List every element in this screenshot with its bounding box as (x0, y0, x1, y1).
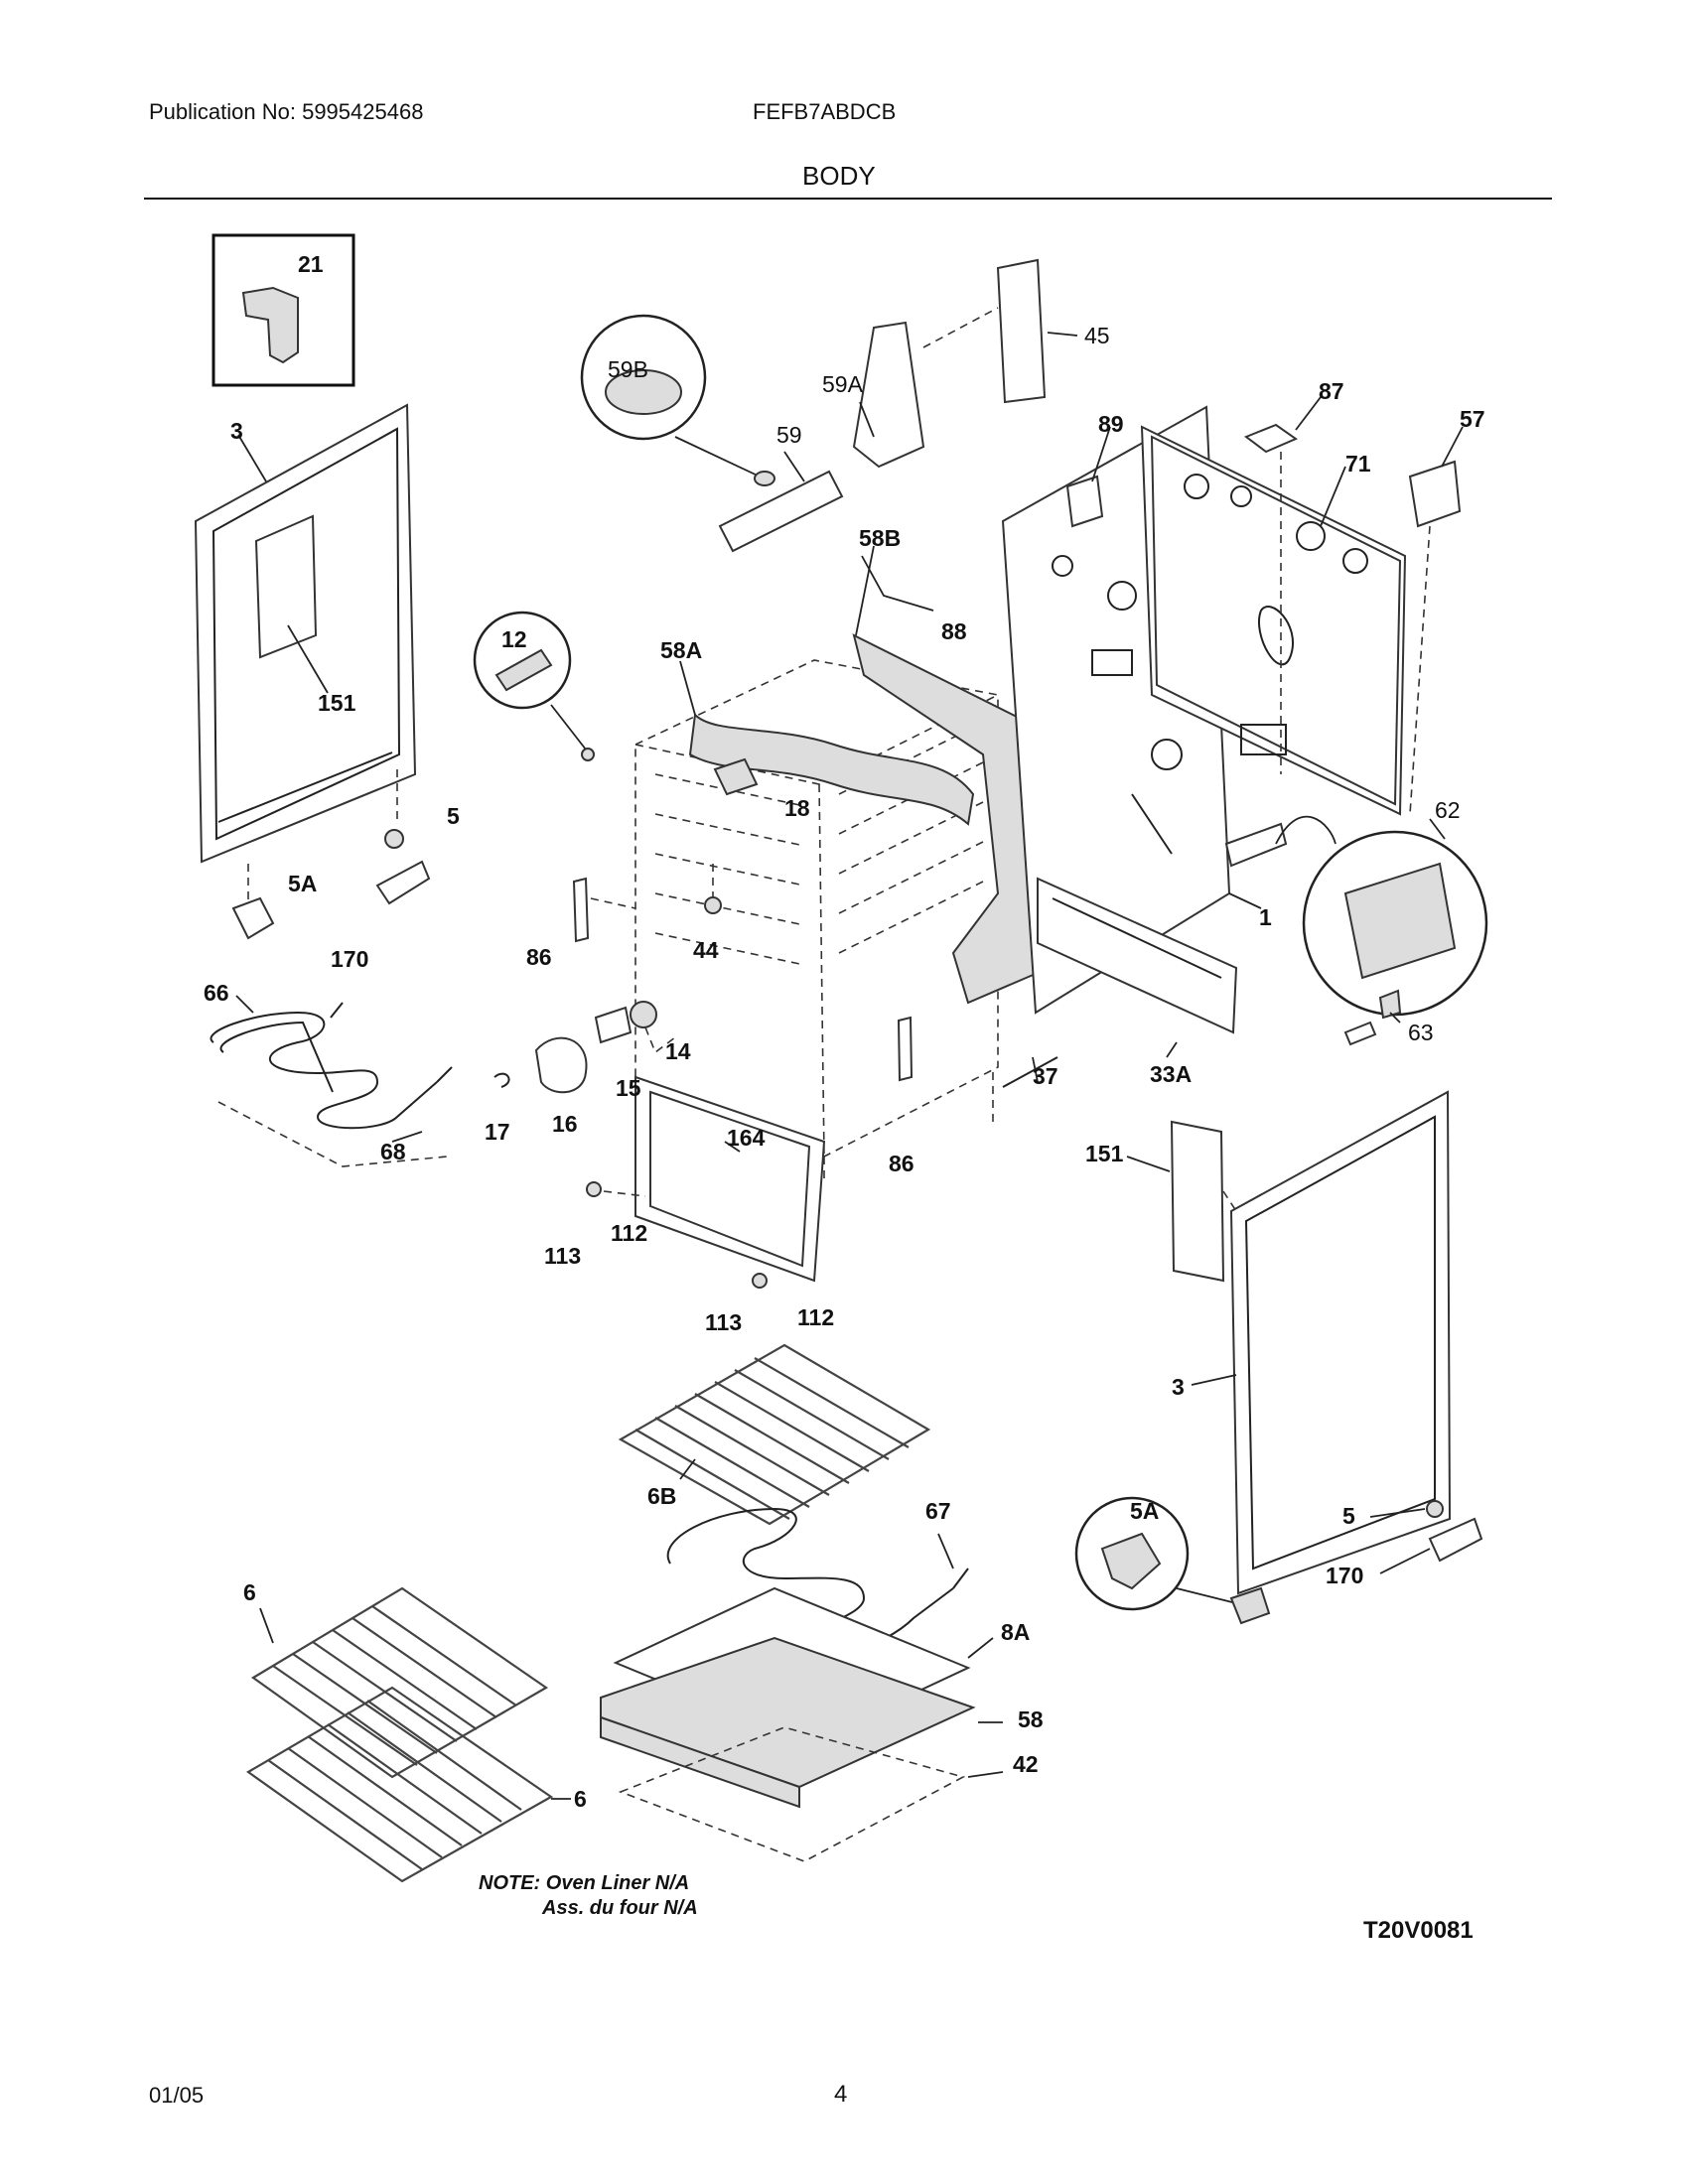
label-112-b: 112 (797, 1304, 834, 1330)
label-86-lower: 86 (889, 1151, 914, 1176)
part-113b (752, 1273, 768, 1289)
label-6B: 6B (647, 1483, 676, 1509)
label-58B: 58B (859, 525, 901, 551)
label-5-left: 5 (447, 803, 460, 829)
label-112-a: 112 (611, 1220, 647, 1246)
label-170-left: 170 (331, 946, 368, 972)
label-58: 58 (1018, 1706, 1044, 1732)
label-59A: 59A (822, 371, 864, 397)
label-6-lower: 6 (574, 1786, 587, 1812)
terminal-block-callout (1224, 815, 1488, 1046)
label-3-right: 3 (1172, 1374, 1185, 1400)
part-12-callout (473, 611, 595, 761)
label-89: 89 (1098, 411, 1124, 437)
label-59B: 59B (608, 356, 648, 382)
insulation-wrap (688, 633, 1040, 1005)
left-side-panel (194, 403, 417, 864)
oven-rack-6b (618, 1343, 931, 1526)
label-86-upper: 86 (526, 944, 552, 970)
label-66: 66 (204, 980, 229, 1006)
label-8A: 8A (1001, 1619, 1030, 1645)
drawing-code: T20V0081 (1363, 1917, 1474, 1944)
label-59: 59 (776, 422, 802, 448)
rear-cover (1140, 425, 1407, 816)
label-5A-left: 5A (288, 871, 317, 896)
label-14: 14 (665, 1038, 691, 1064)
label-5-right: 5 (1342, 1503, 1355, 1529)
publication-number: Publication No: 5995425468 (149, 99, 424, 124)
part-37 (1002, 1056, 1058, 1088)
part-18 (713, 757, 759, 796)
label-1: 1 (1259, 904, 1272, 930)
label-45: 45 (1084, 323, 1110, 348)
label-37: 37 (1033, 1063, 1058, 1089)
label-12: 12 (501, 626, 527, 652)
label-15: 15 (616, 1075, 641, 1101)
header-rule (144, 198, 1552, 200)
label-57: 57 (1460, 406, 1485, 432)
door-gasket-frame (634, 1075, 826, 1283)
section-title: BODY (802, 161, 876, 191)
label-113-b: 113 (705, 1309, 742, 1335)
model-number: FEFB7ABDCB (753, 99, 897, 124)
label-3-left: 3 (230, 418, 243, 444)
label-88: 88 (941, 618, 967, 644)
left-hinge-parts (231, 769, 431, 940)
label-68: 68 (380, 1139, 406, 1164)
label-21: 21 (298, 251, 324, 277)
label-16: 16 (552, 1111, 578, 1137)
part-33a-panel (1037, 877, 1238, 1034)
label-67: 67 (925, 1498, 951, 1524)
part-86a (572, 877, 590, 943)
right-side-panel (1170, 1090, 1452, 1595)
label-151-right: 151 (1085, 1141, 1124, 1166)
label-113-a: 113 (544, 1243, 581, 1269)
part-44 (704, 896, 722, 914)
bake-element (210, 1002, 453, 1167)
label-5A-right: 5A (1130, 1498, 1159, 1524)
label-17: 17 (485, 1119, 510, 1145)
wire-88 (861, 555, 934, 612)
label-58A: 58A (660, 637, 702, 663)
vent-duct-parts (718, 258, 1047, 553)
part-labels: 21 45 59A 59 59B 87 57 89 71 3 151 12 58… (204, 251, 1485, 1812)
label-71: 71 (1345, 451, 1371, 477)
part-21-inset (211, 233, 355, 387)
part-87 (1243, 423, 1299, 454)
label-33A: 33A (1150, 1061, 1192, 1087)
label-42: 42 (1013, 1751, 1039, 1777)
note-line-2: Ass. du four N/A (541, 1897, 698, 1919)
label-62: 62 (1435, 797, 1461, 823)
note-line-1: NOTE: Oven Liner N/A (479, 1872, 689, 1894)
label-44: 44 (693, 937, 719, 963)
label-6-upper: 6 (243, 1579, 256, 1605)
part-59b-callout (580, 314, 775, 486)
oven-rack-6-lower (245, 1686, 554, 1883)
part-86b (897, 1016, 914, 1082)
label-164: 164 (727, 1125, 766, 1151)
part-57 (1408, 460, 1462, 528)
part-5a-callout-right (1074, 1496, 1483, 1625)
label-18: 18 (784, 795, 810, 821)
footer-date: 01/05 (149, 2083, 205, 2108)
footer-page-number: 4 (834, 2081, 848, 2108)
label-87: 87 (1319, 378, 1344, 404)
part-89 (1065, 475, 1104, 528)
label-63: 63 (1408, 1020, 1434, 1045)
label-151-left: 151 (318, 690, 356, 716)
part-113a (586, 1181, 602, 1197)
oven-bottom-parts (600, 1586, 976, 1862)
label-170-right: 170 (1326, 1563, 1363, 1588)
oven-lamp-parts (493, 1001, 676, 1094)
